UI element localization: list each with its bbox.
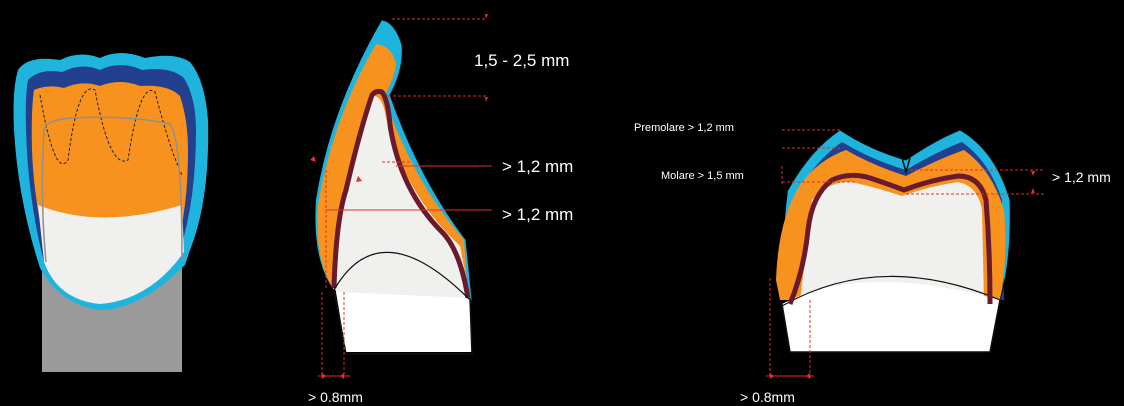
- anterior-crown-front-view: [13, 53, 209, 372]
- occlusal-tick-bottom: [1031, 188, 1035, 193]
- labial-thickness-label: > 1,2 mm: [502, 157, 573, 176]
- incisal-thickness-label: 1,5 - 2,5 mm: [474, 51, 569, 70]
- posterior-outline: [787, 129, 1011, 301]
- posterior-margin-label: > 0.8mm: [740, 389, 795, 405]
- lingual-thickness-label: > 1,2 mm: [502, 205, 573, 224]
- posterior-core: [800, 181, 984, 302]
- section-margin-curve: [333, 251, 471, 301]
- posterior-tick-left: [770, 373, 774, 379]
- posterior-coping: [787, 172, 993, 305]
- mamelon-lines: [39, 88, 183, 176]
- incisal-tick-bottom: [485, 97, 488, 102]
- preparation-outline-left: [41, 129, 47, 263]
- posterior-root-outline: [781, 299, 1001, 353]
- section-core: [333, 95, 470, 300]
- posterior-tick-right: [806, 373, 810, 379]
- premolar-label: Premolare > 1,2 mm: [634, 122, 734, 134]
- section-coping: [331, 88, 471, 299]
- occlusal-tick-top: [1031, 171, 1035, 176]
- occlusal-fissure: [901, 157, 911, 175]
- margin-tick-left: [322, 373, 326, 379]
- incisal-tick-top: [485, 14, 488, 19]
- anterior-crown-section: 1,5 - 2,5 mm > 1,2 mm > 1,2 mm > 0.8mm: [308, 14, 573, 405]
- section-root-outline: [333, 289, 473, 355]
- occlusal-thickness-label: > 1,2 mm: [1052, 169, 1111, 185]
- margin-tick-right: [340, 373, 344, 379]
- lingual-tick-a: [310, 156, 316, 162]
- cervical-core: [38, 205, 184, 304]
- posterior-crown-section: Premolare > 1,2 mm Molare > 1,5 mm > 1,2…: [634, 122, 1111, 405]
- molar-label: Molare > 1,5 mm: [661, 170, 744, 182]
- section-outline: [381, 19, 473, 301]
- preparation-outline: [43, 116, 183, 261]
- labial-tick-a: [356, 176, 362, 182]
- posterior-root: [782, 281, 1000, 352]
- middle-margin-label: > 0.8mm: [308, 389, 363, 405]
- posterior-margin-curve: [781, 275, 1001, 307]
- section-root: [336, 292, 472, 352]
